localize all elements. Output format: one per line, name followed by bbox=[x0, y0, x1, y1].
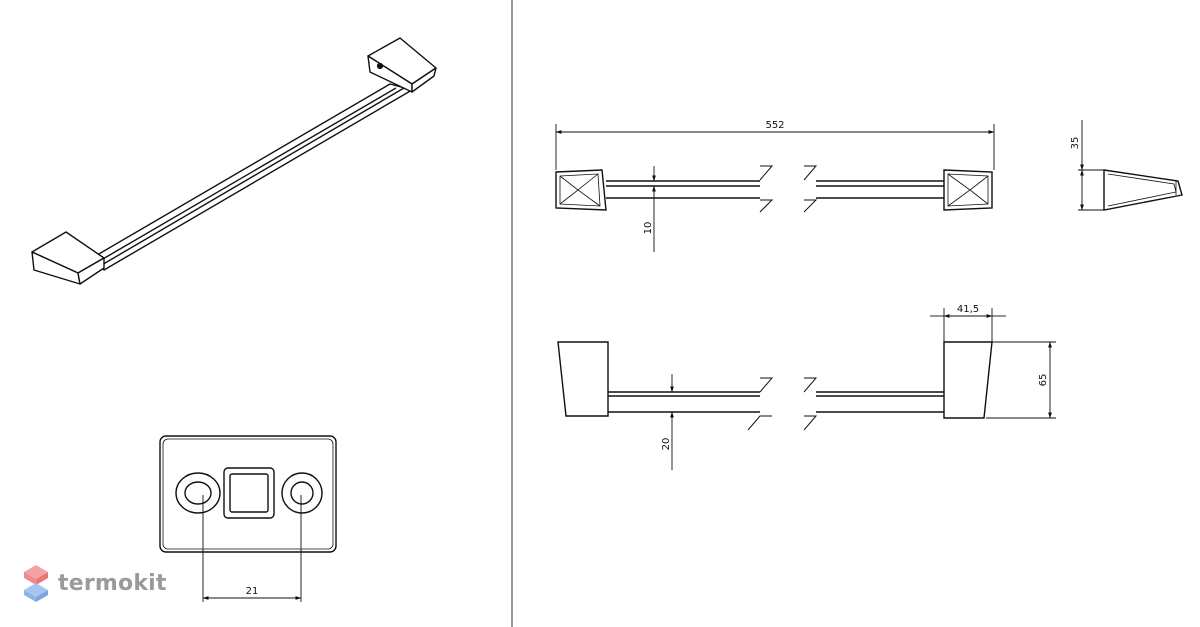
dimension-side-height bbox=[1078, 120, 1104, 211]
side-height-label: 35 bbox=[1070, 137, 1081, 150]
dimension-length bbox=[555, 124, 995, 170]
brand-name: termokit bbox=[58, 570, 167, 596]
top-view-bottom bbox=[557, 341, 993, 419]
break-symbol-bottom bbox=[747, 377, 818, 431]
dimension-hole-spacing bbox=[202, 495, 302, 602]
break-symbol-top bbox=[759, 165, 818, 213]
termokit-logo-icon bbox=[24, 565, 48, 602]
dimension-bracket-depth bbox=[986, 341, 1056, 419]
mounting-plate-view bbox=[159, 435, 337, 553]
hole-spacing-label: 21 bbox=[246, 586, 259, 597]
bracket-depth-label: 65 bbox=[1038, 374, 1049, 387]
side-view bbox=[1103, 169, 1183, 211]
length-label: 552 bbox=[765, 120, 784, 131]
bracket-width-label: 41,5 bbox=[957, 304, 979, 315]
dimension-bracket-width bbox=[930, 308, 1006, 342]
front-view-top bbox=[555, 169, 993, 211]
rail-thickness-label: 10 bbox=[643, 222, 654, 235]
rail-depth-label: 20 bbox=[661, 438, 672, 451]
brand-logo: termokit bbox=[22, 563, 167, 603]
isometric-view bbox=[31, 37, 437, 285]
